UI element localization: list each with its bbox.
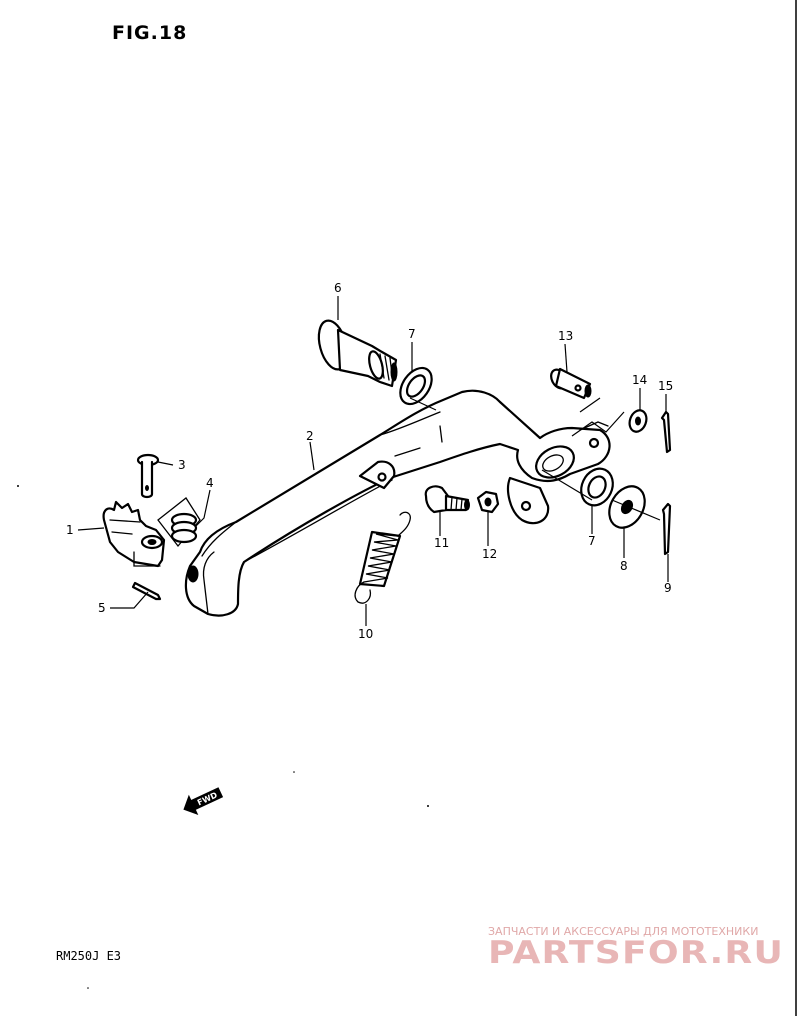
callout-labels: 1 2 3 4 5 6 7 7 8 9 10 11 12 13 14 15 <box>66 281 673 641</box>
model-label: RM250J E3 <box>56 949 121 963</box>
callout-5: 5 <box>98 601 106 615</box>
callout-3: 3 <box>178 458 186 472</box>
part-7-seal-upper <box>399 366 433 406</box>
callout-10: 10 <box>358 627 373 641</box>
part-13-clevis-pin <box>550 367 592 400</box>
watermark: ЗАПЧАСТИ И АКСЕССУАРЫ ДЛЯ МОТОТЕХНИКИ PA… <box>488 925 784 971</box>
part-9-cotter-pin <box>661 502 672 556</box>
callout-4: 4 <box>206 476 214 490</box>
forward-label: FWD <box>196 790 219 807</box>
speck <box>87 987 89 989</box>
speck <box>293 771 295 773</box>
callout-6: 6 <box>334 281 342 295</box>
part-7-seal-lower <box>580 467 614 507</box>
figure-title: FIG.18 <box>112 22 187 44</box>
part-10-return-spring <box>354 511 411 604</box>
part-4-spring <box>157 497 201 548</box>
callout-13: 13 <box>558 329 573 343</box>
watermark-logo: PARTSFOR.RU <box>488 935 784 971</box>
callout-9: 9 <box>664 581 672 595</box>
part-2-brake-pedal <box>184 389 611 617</box>
callout-12: 12 <box>482 547 497 561</box>
callout-7-lower: 7 <box>588 534 596 548</box>
speck <box>427 805 429 807</box>
speck <box>17 485 19 487</box>
part-6-pivot-bolt <box>317 319 398 388</box>
callout-1: 1 <box>66 523 74 537</box>
part-11-bolt <box>424 485 470 514</box>
part-15-cotter-pin <box>660 410 672 454</box>
part-1-pedal-tip <box>102 500 166 568</box>
forward-direction-arrow: FWD <box>183 787 224 816</box>
part-14-washer <box>628 409 648 433</box>
part-8-washer <box>608 485 646 529</box>
callout-2: 2 <box>306 429 314 443</box>
callout-15: 15 <box>658 379 673 393</box>
leader-lines <box>77 296 669 626</box>
callout-8: 8 <box>620 559 628 573</box>
forward-arrow-icon <box>183 787 224 816</box>
part-5-cotter-pin <box>131 581 162 601</box>
part-12-nut <box>476 490 500 514</box>
callout-11: 11 <box>434 536 449 550</box>
callout-14: 14 <box>632 373 647 387</box>
callout-7-upper: 7 <box>408 327 416 341</box>
watermark-tagline: ЗАПЧАСТИ И АКСЕССУАРЫ ДЛЯ МОТОТЕХНИКИ <box>488 925 758 938</box>
part-3-pin <box>136 453 160 499</box>
